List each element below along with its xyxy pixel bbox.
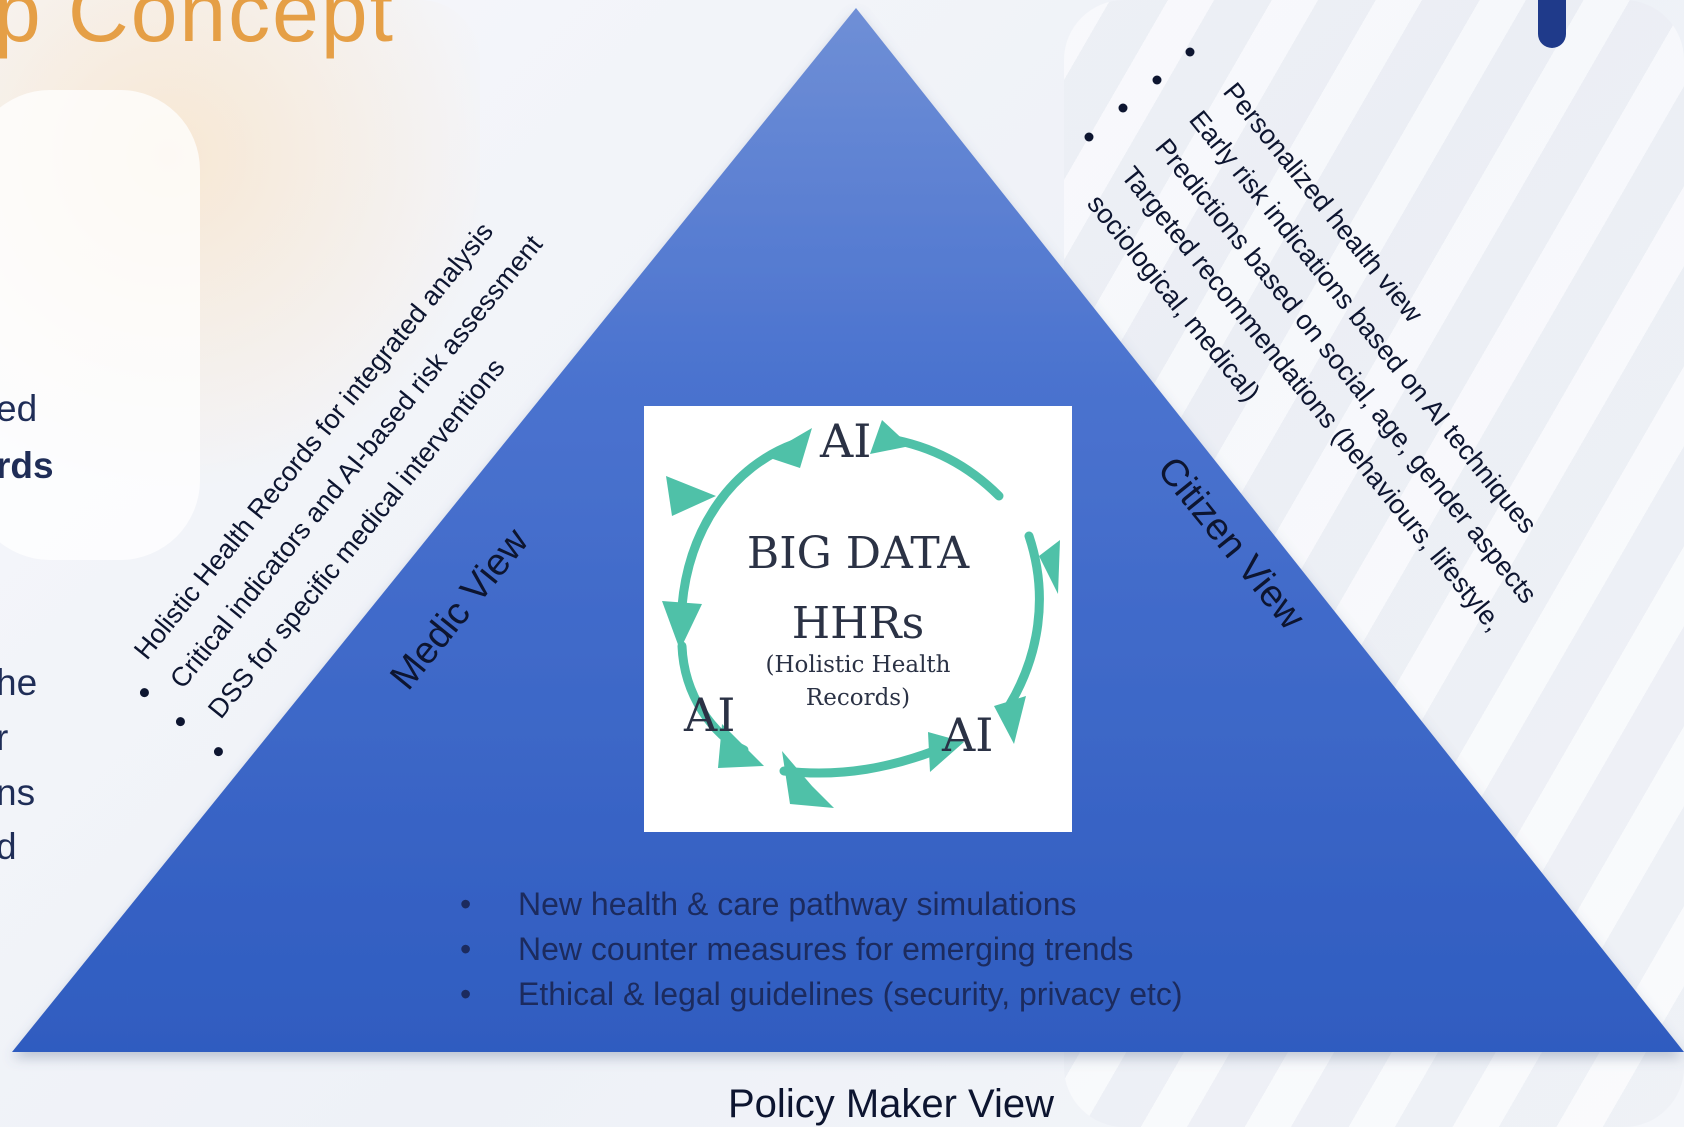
policy-bullet-list: • New health & care pathway simulations •… — [460, 882, 1183, 1017]
corner-logo-mark — [1538, 0, 1566, 48]
policy-item: • Ethical & legal guidelines (security, p… — [460, 972, 1183, 1017]
arrowhead-icon — [718, 724, 764, 768]
left-text-fragment: r — [0, 717, 9, 758]
background-pill-shape — [0, 90, 200, 560]
policy-item: • New counter measures for emerging trend… — [460, 927, 1183, 972]
bullet-dot — [1084, 132, 1094, 142]
cycle-arrow-segment — [779, 746, 939, 778]
hhrs-caption-line1: (Holistic Health — [765, 652, 951, 678]
policy-item-text: New counter measures for emerging trends — [518, 931, 1134, 967]
policy-item-text: New health & care pathway simulations — [518, 886, 1077, 922]
arrowhead-icon — [994, 696, 1026, 744]
left-text-fragment: rds — [0, 445, 54, 486]
big-data-hhr-box: AI AI AI BIG DATA HHRs (Holistic Health … — [644, 406, 1072, 832]
policy-item-text: Ethical & legal guidelines (security, pr… — [518, 976, 1183, 1012]
hhrs-subtitle: HHRs — [791, 598, 925, 649]
arrowhead-icon — [782, 751, 834, 808]
ai-label-right: AI — [942, 708, 994, 762]
arrowhead-icon — [662, 601, 702, 650]
ai-cycle-arrows — [662, 420, 1060, 808]
cycle-arrow-segment — [1004, 531, 1044, 711]
arrowhead-icon — [928, 732, 964, 772]
bullet-dot — [1185, 47, 1195, 57]
cycle-arrow-segment — [677, 439, 799, 611]
arrowhead-icon — [870, 420, 910, 454]
bullet-dot: • — [460, 976, 472, 1012]
arrowhead-icon — [764, 428, 812, 468]
left-text-fragment: d — [0, 826, 17, 867]
bullet-dot — [213, 747, 223, 757]
ai-label-top: AI — [820, 414, 872, 468]
ai-label-left: AI — [684, 688, 736, 742]
left-text-fragment: ns — [0, 772, 36, 813]
bullet-dot: • — [460, 886, 472, 922]
hhrs-caption-line2: Records) — [805, 685, 911, 711]
left-text-fragment: he — [0, 662, 38, 703]
big-data-title: BIG DATA — [746, 528, 970, 579]
bullet-dot: • — [460, 931, 472, 967]
bullet-dot — [1118, 103, 1128, 113]
arrowhead-icon — [1039, 540, 1060, 594]
bullet-dot — [1152, 75, 1162, 85]
bullet-dot — [175, 717, 185, 727]
left-text-fragment: ed — [0, 388, 38, 429]
bullet-dot — [139, 688, 149, 698]
arrowhead-icon — [666, 476, 716, 516]
policy-item: • New health & care pathway simulations — [460, 882, 1183, 927]
policy-maker-view-label: Policy Maker View — [728, 1082, 1055, 1126]
slide-title-fragment: p Concept — [0, 0, 395, 59]
